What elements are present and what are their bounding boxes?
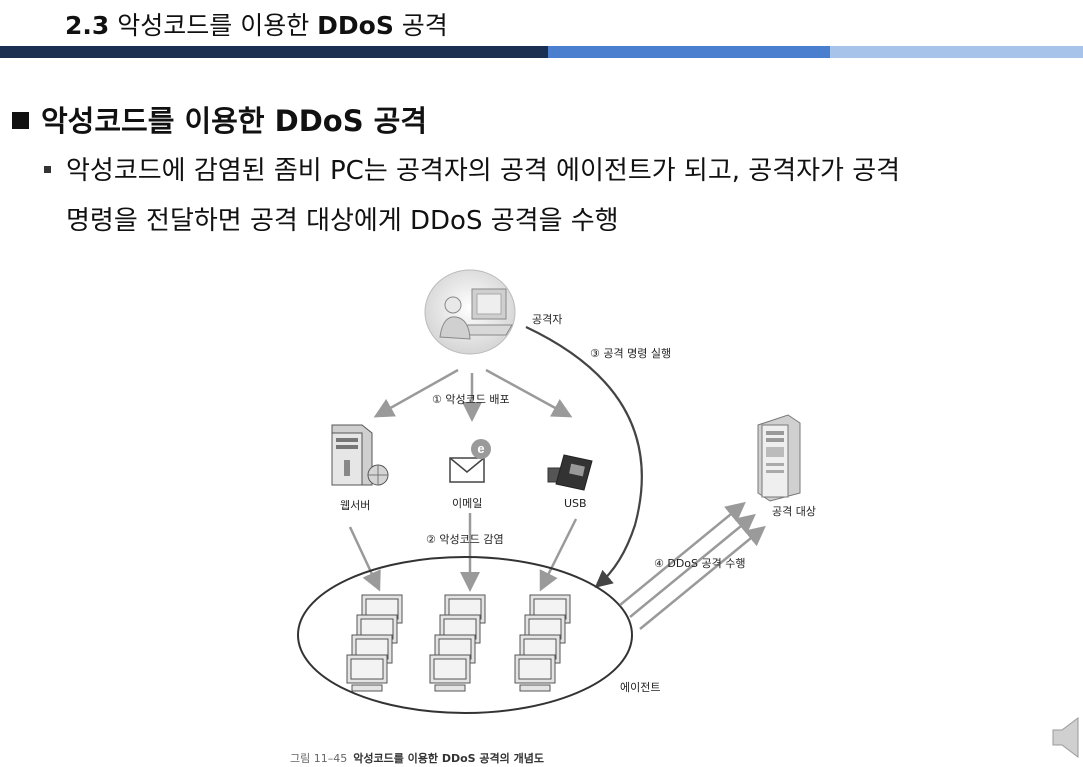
- header-title-suffix: 공격: [401, 11, 448, 40]
- bullet-line-2: 명령을 전달하면 공격 대상에게 DDoS 공격을 수행: [66, 206, 619, 236]
- header-bar-mid: [548, 46, 830, 58]
- diagram-graphics: e: [297, 269, 801, 714]
- label-step3: ③ 공격 명령 실행: [590, 347, 672, 360]
- label-step2: ② 악성코드 감염: [426, 533, 504, 546]
- bullet-paragraph: 악성코드에 감염된 좀비 PC는 공격자의 공격 에이전트가 되고, 공격자가 …: [66, 146, 1078, 246]
- label-email: 이메일: [452, 497, 483, 510]
- label-agents: 에이전트: [620, 681, 661, 694]
- bullet-line-1: 악성코드에 감염된 좀비 PC는 공격자의 공격 에이전트가 되고, 공격자가 …: [66, 156, 901, 186]
- usb-icon: [547, 454, 593, 491]
- svg-text:e: e: [477, 441, 484, 456]
- attacker-icon: [424, 269, 516, 355]
- small-square-bullet-icon: [44, 166, 51, 173]
- agent-pc-stack-1: [346, 594, 403, 692]
- label-attacker: 공격자: [532, 313, 563, 326]
- header-bar-light: [830, 46, 1083, 58]
- header-title-prefix: 악성코드를 이용한: [117, 11, 310, 40]
- target-server-icon: [757, 414, 801, 502]
- agent-pc-stack-2: [429, 594, 486, 692]
- header-color-bar: [0, 46, 1083, 58]
- label-usb: USB: [564, 497, 587, 510]
- header-bar-dark: [0, 46, 548, 58]
- section-heading: 악성코드를 이용한 DDoS 공격: [12, 98, 427, 140]
- web-server-icon: [331, 424, 389, 486]
- label-target: 공격 대상: [772, 505, 816, 518]
- label-step1: ① 악성코드 배포: [432, 393, 510, 406]
- speaker-icon[interactable]: [1048, 715, 1083, 764]
- label-web-server: 웹서버: [340, 499, 371, 512]
- ddos-concept-diagram: e: [280, 265, 840, 765]
- figure-caption-text: 악성코드를 이용한 DDoS 공격의 개념도: [353, 752, 544, 765]
- label-step4: ④ DDoS 공격 수행: [654, 557, 746, 570]
- figure-number: 그림 11–45: [290, 752, 348, 765]
- figure-caption: 그림 11–45 악성코드를 이용한 DDoS 공격의 개념도: [290, 750, 544, 766]
- header-title-bold: DDoS: [317, 11, 394, 40]
- email-icon: e: [449, 439, 491, 483]
- agent-pc-stack-3: [514, 594, 571, 692]
- section-heading-text: 악성코드를 이용한 DDoS 공격: [41, 104, 428, 138]
- square-bullet-icon: [12, 112, 29, 129]
- header-section-number: 2.3: [65, 11, 110, 40]
- slide-header-title: 2.3 악성코드를 이용한 DDoS 공격: [65, 6, 448, 42]
